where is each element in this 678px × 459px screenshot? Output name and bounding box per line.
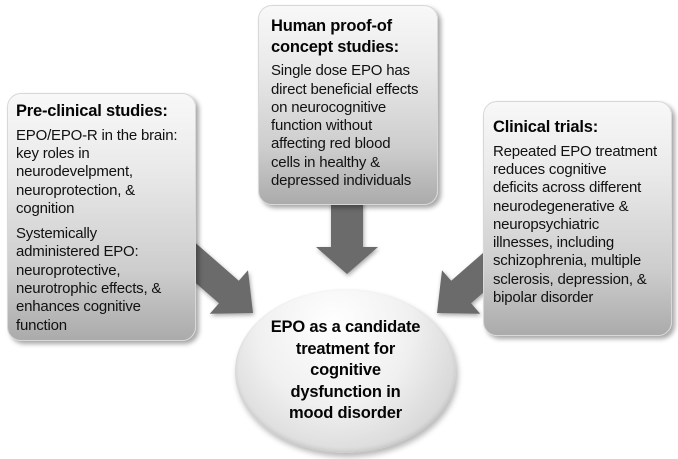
conclusion-ellipse: EPO as a candidate treatment for cogniti… — [235, 289, 456, 453]
conclusion-text: EPO as a candidate treatment for cogniti… — [270, 318, 421, 423]
preclinical-studies-box: Pre-clinical studies: EPO/EPO-R in the b… — [7, 93, 196, 341]
human-proof-of-concept-box: Human proof-of concept studies: Single d… — [258, 5, 438, 205]
preclinical-paragraph-2: Systemically administered EPO: neuroprot… — [16, 225, 162, 334]
clinical-trials-heading: Clinical trials: — [493, 118, 599, 136]
human-proof-heading: Human proof-of concept studies: — [271, 17, 399, 56]
clinical-trials-paragraph: Repeated EPO treatment reduces cognitive… — [493, 142, 658, 306]
clinical-trials-box: Clinical trials: Repeated EPO treatment … — [483, 101, 672, 336]
middle-down-arrow — [316, 200, 378, 274]
preclinical-paragraph-1: EPO/EPO-R in the brain: key roles in neu… — [16, 126, 178, 217]
human-proof-paragraph: Single dose EPO has direct beneficial ef… — [271, 62, 419, 190]
preclinical-heading: Pre-clinical studies: — [16, 102, 168, 120]
